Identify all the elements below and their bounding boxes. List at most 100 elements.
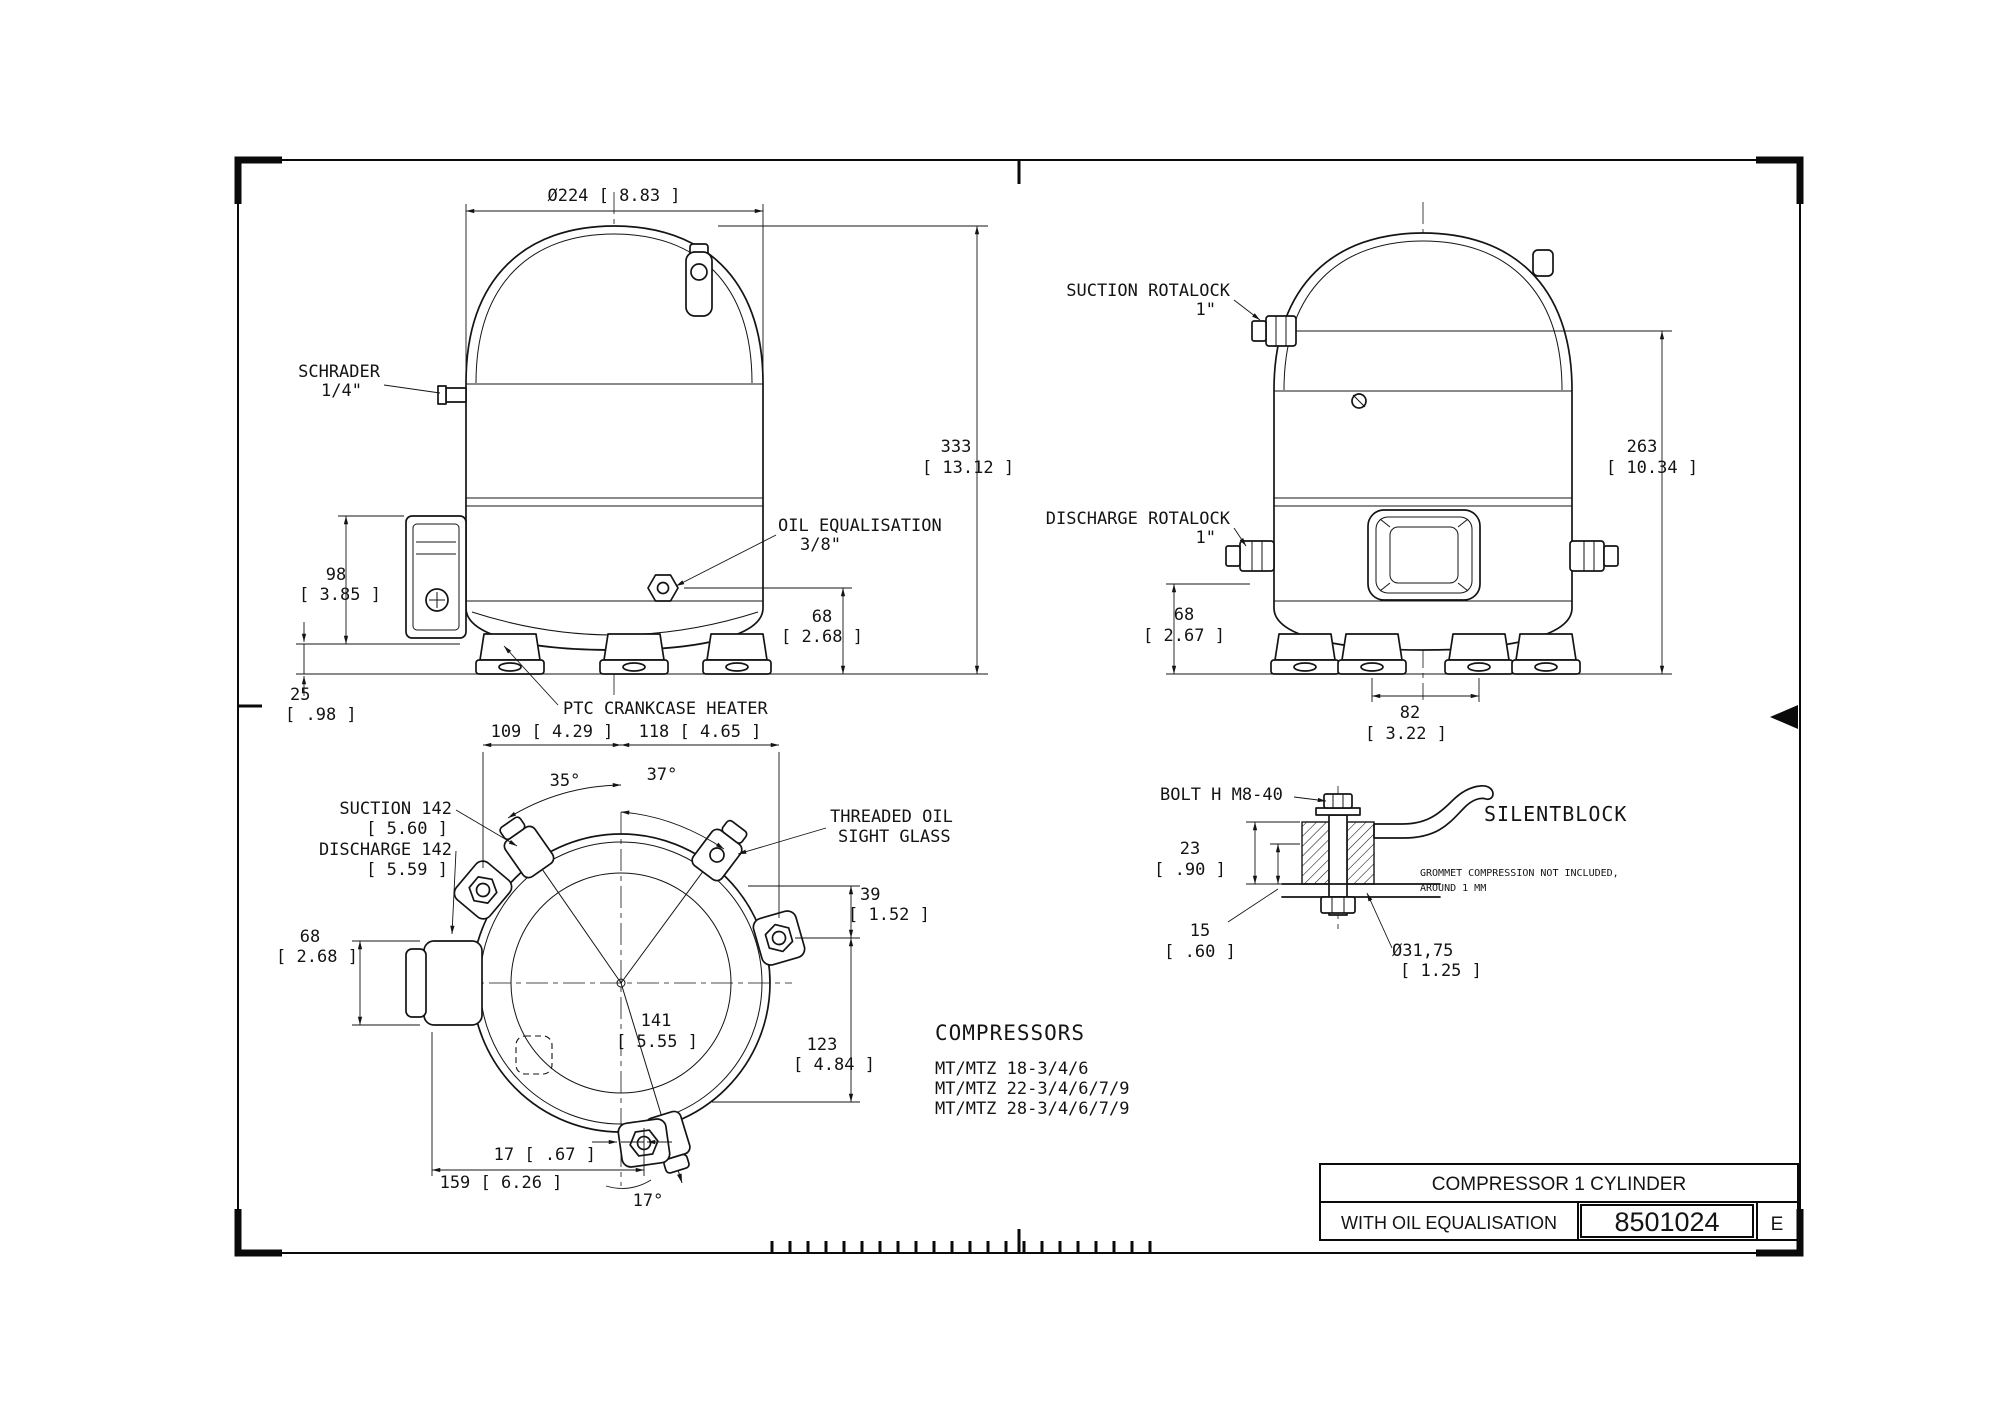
dim-23-in: [ .90 ]: [1154, 860, 1226, 880]
dim-dia-in: [ 1.25 ]: [1400, 961, 1482, 981]
dim-141-mm: 141: [641, 1011, 672, 1031]
dim-fitting-in: [ 2.67 ]: [1143, 626, 1225, 646]
bolt-nut: [1320, 896, 1356, 914]
mounting-foot: [1511, 633, 1581, 675]
dim-17: 17 [ .67 ]: [494, 1145, 596, 1165]
suction-rotalock-size: 1": [1196, 300, 1216, 320]
suction-discharge-port-stack: [405, 940, 483, 1026]
sight-glass-label-2: SIGHT GLASS: [838, 827, 951, 847]
dim-123-mm: 123: [807, 1035, 838, 1055]
title: COMPRESSOR 1 CYLINDER: [1432, 1174, 1686, 1195]
schrader-size: 1/4": [321, 381, 362, 401]
mounting-foot: [1270, 633, 1340, 675]
grommet-note-2: AROUND 1 MM: [1420, 883, 1486, 894]
dim-height-in: [ 13.12 ]: [922, 458, 1014, 478]
scale-ruler: [770, 1241, 1152, 1253]
schrader-valve: [437, 385, 467, 405]
dim-box-in: [ 3.85 ]: [299, 585, 381, 605]
mounting-foot: [599, 633, 669, 675]
ptc-label: PTC CRANKCASE HEATER: [563, 699, 768, 719]
mounting-foot: [1337, 633, 1407, 675]
dim-feet-mm: 82: [1400, 703, 1420, 723]
dim-oil-in: [ 2.68 ]: [781, 627, 863, 647]
terminal-box: [1367, 509, 1481, 601]
discharge-dim: DISCHARGE 142: [319, 840, 452, 860]
mounting-foot: [1444, 633, 1514, 675]
drawing-number: 8501024: [1614, 1207, 1719, 1237]
grommet-right: [1346, 821, 1375, 885]
hidden-feature: [515, 1035, 553, 1075]
dim-oil-mm: 68: [812, 607, 832, 627]
dim-height-mm: 333: [941, 437, 972, 457]
suction-rotalock-label: SUCTION ROTALOCK: [1066, 281, 1231, 301]
mounting-foot: [475, 633, 545, 675]
compressor-list: COMPRESSORS MT/MTZ 18-3/4/6 MT/MTZ 22-3/…: [935, 1021, 1129, 1119]
dim-68-mm: 68: [300, 927, 320, 947]
vent-hole: [1351, 393, 1367, 409]
dim-foot-mm: 25: [290, 685, 310, 705]
revision: E: [1771, 1214, 1784, 1235]
compressor-model: MT/MTZ 22-3/4/6/7/9: [935, 1079, 1129, 1099]
compressors-heading: COMPRESSORS: [935, 1021, 1085, 1045]
discharge-rotalock-label: DISCHARGE ROTALOCK: [1046, 509, 1231, 529]
dim-height-mm: 263: [1627, 437, 1658, 457]
angle-left: 35°: [550, 771, 581, 791]
dim-right: 118 [ 4.65 ]: [639, 722, 762, 742]
oil-eq-label: OIL EQUALISATION: [778, 516, 942, 536]
dim-15-mm: 15: [1190, 921, 1210, 941]
sight-glass-label-1: THREADED OIL: [830, 807, 953, 827]
suction-dim-in: [ 5.60 ]: [366, 819, 448, 839]
dim-39-mm: 39: [860, 885, 880, 905]
grommet-note-1: GROMMET COMPRESSION NOT INCLUDED,: [1420, 868, 1619, 879]
oil-eq-size: 3/8": [800, 535, 841, 555]
silentblock-title: SILENTBLOCK: [1484, 802, 1627, 826]
top-plug: [1532, 249, 1554, 277]
electrical-box: [405, 515, 467, 639]
discharge-rotalock-fitting: [1225, 540, 1275, 572]
grommet-left: [1301, 821, 1330, 885]
side-view: SUCTION ROTALOCK 1" DISCHARGE ROTALOCK 1…: [1046, 202, 1698, 744]
bolt-head: [1323, 793, 1353, 809]
suction-port: [492, 811, 558, 882]
bolt-label: BOLT H M8-40: [1160, 785, 1283, 805]
dim-23-mm: 23: [1180, 839, 1200, 859]
dim-diameter: Ø224 [ 8.83 ]: [547, 186, 680, 206]
foot-bracket: [1373, 785, 1494, 839]
dim-box-mm: 98: [326, 565, 346, 585]
oil-equalisation-fitting: [647, 574, 679, 602]
compressor-model: MT/MTZ 28-3/4/6/7/9: [935, 1099, 1129, 1119]
dim-foot-in: [ .98 ]: [285, 705, 357, 725]
dim-141-in: [ 5.55 ]: [616, 1032, 698, 1052]
bolt-washer: [1315, 807, 1361, 816]
title-block: COMPRESSOR 1 CYLINDER WITH OIL EQUALISAT…: [1319, 1163, 1799, 1241]
mounting-foot: [702, 633, 772, 675]
lifting-lug: [685, 243, 713, 317]
suction-rotalock-fitting: [1251, 315, 1297, 347]
suction-dim: SUCTION 142: [339, 799, 452, 819]
front-view: Ø224 [ 8.83 ] SCHRADER 1/4" OIL EQUALISA…: [285, 186, 1014, 725]
dim-dia-mm: Ø31,75: [1392, 941, 1453, 961]
dim-159: 159 [ 6.26 ]: [440, 1173, 563, 1193]
top-view: 109 [ 4.29 ] 118 [ 4.65 ] 35° 37° SUCTIO…: [276, 722, 953, 1211]
dim-feet-in: [ 3.22 ]: [1365, 724, 1447, 744]
fold-mark-icon: [1770, 705, 1798, 729]
sight-glass-lens: [709, 847, 725, 863]
dim-fitting-mm: 68: [1174, 605, 1194, 625]
dim-height-in: [ 10.34 ]: [1606, 458, 1698, 478]
right-rotalock-fitting: [1569, 540, 1619, 572]
angle-bottom: 17°: [633, 1191, 664, 1211]
dim-123-in: [ 4.84 ]: [793, 1055, 875, 1075]
dim-68-in: [ 2.68 ]: [276, 947, 358, 967]
discharge-dim-in: [ 5.59 ]: [366, 860, 448, 880]
dim-15-in: [ .60 ]: [1164, 942, 1236, 962]
schrader-label: SCHRADER: [298, 362, 381, 382]
dim-39-in: [ 1.52 ]: [848, 905, 930, 925]
drawing-frame: [234, 156, 1804, 1257]
subtitle: WITH OIL EQUALISATION: [1341, 1213, 1557, 1233]
silentblock-detail: BOLT H M8-40 SILENTBLOCK 23 [ .90 ] 15 […: [1154, 785, 1627, 981]
compressor-model: MT/MTZ 18-3/4/6: [935, 1059, 1089, 1079]
dim-left: 109 [ 4.29 ]: [491, 722, 614, 742]
discharge-rotalock-size: 1": [1196, 528, 1216, 548]
